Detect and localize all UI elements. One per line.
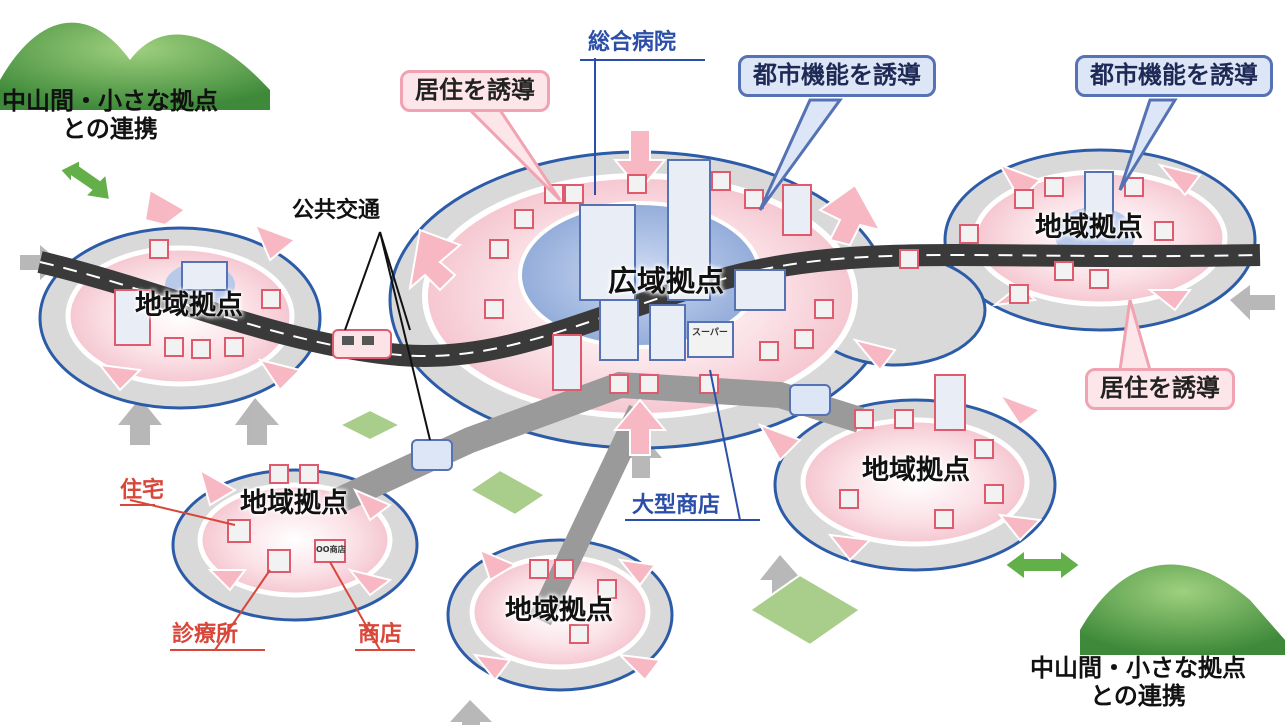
store-leader-line	[709, 369, 741, 521]
mountain-bottom-right	[1080, 564, 1285, 655]
apartment-building	[934, 374, 966, 431]
wide-area-hub-label: 広域拠点	[608, 264, 725, 298]
regional-hub-label-lower-right: 地域拠点	[862, 455, 970, 486]
vehicles	[332, 329, 831, 471]
bus-icon-right	[789, 384, 831, 416]
bus-icon-left	[411, 439, 453, 471]
link-label-top-left: 中山間・小さな拠点 との連携	[2, 87, 218, 143]
regional-hub-label-right: 地域拠点	[1035, 212, 1143, 243]
regional-hub-label-lower-left: 地域拠点	[240, 488, 348, 519]
regional-hub-label-bottom: 地域拠点	[505, 595, 613, 626]
callout-tail-function-center	[758, 98, 843, 211]
callout-function-right: 都市機能を誘導	[1075, 55, 1273, 97]
branch-road-south	[529, 404, 651, 626]
callout-tail-function-right	[1118, 98, 1178, 191]
mountain-top-left	[0, 22, 270, 110]
farmland	[337, 408, 862, 647]
callout-residence-top: 居住を誘導	[400, 70, 550, 112]
callout-function-center: 都市機能を誘導	[738, 55, 936, 97]
farmland-plot	[337, 408, 403, 442]
large-store-label: 大型商店	[632, 493, 721, 518]
tower-building	[667, 159, 711, 301]
arrow-induce-bottom	[612, 398, 668, 456]
shop-leader-line	[329, 561, 381, 651]
houses	[149, 171, 1174, 644]
link-label-bottom-right: 中山間・小さな拠点 との連携	[1030, 654, 1246, 710]
arrow-induce-right	[818, 183, 882, 247]
farmland-plot	[748, 573, 862, 647]
apartment-building	[782, 184, 812, 236]
general-hospital-label: 総合病院	[588, 30, 677, 55]
apartment-building	[1084, 171, 1114, 218]
leader-lines	[120, 58, 760, 651]
office-building	[734, 269, 786, 311]
link-arrow-bottom-right	[1003, 548, 1082, 582]
public-transit-label: 公共交通	[292, 198, 381, 223]
housing-label: 住宅	[120, 478, 165, 503]
supermarket-sign: スーパー	[692, 328, 728, 338]
office-building	[649, 304, 686, 361]
buildings	[114, 159, 1114, 573]
residence-zone-lower-left	[197, 482, 393, 598]
regional-hub-label-left: 地域拠点	[135, 290, 243, 321]
arrow-induce-left	[408, 228, 462, 292]
transit-leader-line	[379, 231, 431, 441]
office-building	[599, 299, 639, 361]
transit-leader-line	[344, 231, 381, 331]
clinic-label: 診療所	[172, 622, 239, 647]
callout-residence-right: 居住を誘導	[1085, 368, 1235, 410]
hospital-building	[579, 204, 636, 301]
clinic-leader-line	[214, 569, 271, 651]
link-arrows	[58, 158, 1082, 582]
link-arrow-top-left	[58, 158, 112, 202]
apartment-building	[552, 334, 582, 391]
shop-label: 商店	[358, 622, 403, 647]
supermarket-building	[687, 321, 734, 358]
clinic-building	[267, 549, 291, 573]
main-road-lane	[39, 254, 1261, 357]
shop-sign: OO商店	[316, 545, 346, 554]
residence-zone-lower-right	[800, 417, 1030, 547]
apartment-building	[114, 289, 151, 346]
mountains	[0, 22, 1285, 655]
shop-building	[181, 261, 228, 291]
transit-leader-line	[379, 231, 411, 331]
farmland-plot	[468, 468, 547, 517]
